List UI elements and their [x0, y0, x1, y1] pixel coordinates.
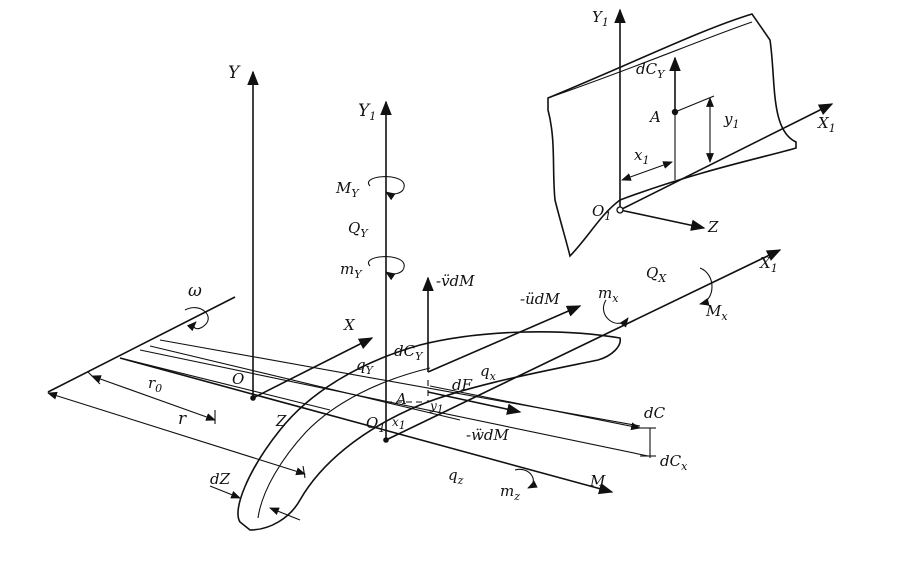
v-dm-label: -v̈dM [436, 272, 475, 290]
inset-plate-top-edge [547, 21, 753, 99]
r-dimension-line [47, 391, 306, 476]
df-label: dF [452, 376, 473, 394]
dc-label: dC [644, 404, 666, 422]
mz-moment-label: M [589, 472, 606, 490]
dc-arrow [429, 385, 641, 431]
inset-o1-label: O1 [592, 202, 611, 223]
my-moment-icon [367, 176, 405, 201]
dz-arrow-right [269, 507, 301, 521]
origin-o-point [250, 395, 256, 401]
u-dm-label: -üdM [520, 290, 560, 308]
mz-moment-icon [514, 468, 538, 489]
mx-moment-label: Mx [705, 302, 728, 323]
qy-label: QY [348, 219, 369, 240]
x1-axis-line [385, 249, 782, 441]
inset-plate-outline [547, 13, 797, 258]
mx-distributed-label: mx [598, 284, 619, 305]
w-dm-arrow [427, 391, 522, 415]
qx-force-label: QX [646, 264, 667, 285]
o1-label: O1 [366, 414, 385, 435]
w-dm-label: -ẅdM [466, 426, 510, 444]
y1-small-label: y1 [429, 399, 444, 416]
inset-z-axis [619, 209, 706, 231]
extension-line [87, 371, 101, 385]
inset-a-horizontal [674, 95, 715, 113]
extension-line [302, 465, 306, 479]
u-dm-arrow [427, 305, 582, 373]
m-y-label: mY [340, 260, 363, 281]
dz-label: dZ [210, 470, 231, 488]
guide-line [119, 357, 331, 411]
mz-label: mz [500, 482, 520, 503]
qz-label: qz [448, 466, 464, 487]
inset-x1-dimension [621, 161, 673, 181]
inset-a-label: A [648, 108, 661, 126]
m-y-distributed-icon [367, 256, 405, 281]
x-axis-line [252, 337, 374, 399]
rotation-axis-line [47, 296, 236, 393]
omega-label: ω [188, 281, 202, 301]
inset-y1-dim-label: y1 [723, 110, 739, 131]
dz-arrow-left [209, 485, 241, 499]
inset-x1-axis-label: X1 [817, 114, 836, 135]
inset-point-a [671, 108, 679, 116]
mx-moment-icon [699, 267, 713, 306]
origin-o1-point [383, 437, 389, 443]
inset-x1-axis [619, 103, 834, 211]
inset-y1-label: Y1 [592, 8, 609, 29]
qx-label: qx [480, 362, 497, 383]
inset-section-view: Y1 dCY A y1 x1 X1 O1 Z [547, 8, 836, 258]
my-label: MY [335, 179, 360, 200]
inset-z-label: Z [707, 218, 719, 236]
y-axis-label: Y [228, 63, 241, 83]
chord-line-lower [139, 349, 649, 457]
r-label: r [178, 409, 187, 429]
omega-rotation-icon [184, 307, 209, 332]
point-a-label: A [394, 390, 407, 408]
inset-origin-o1 [616, 206, 624, 214]
z-axis-label: Z [275, 412, 287, 430]
r0-label: r0 [148, 374, 162, 395]
blade-outline [237, 331, 622, 531]
x-axis-label: X [343, 316, 356, 334]
inset-dcy-label: dCY [636, 60, 666, 81]
dcx-label: dCx [660, 452, 688, 473]
inset-x1-dim-label: x1 [634, 146, 649, 167]
y1-axis-label: Y1 [358, 101, 376, 123]
mx-distributed-icon [603, 299, 629, 328]
qy-distributed-label: qY [356, 356, 375, 377]
guide-line [149, 345, 461, 421]
dcy-label: dCY [394, 342, 424, 363]
o-label: O [232, 370, 244, 388]
x1-axis-label: X1 [759, 254, 778, 275]
x1-small-label: x1 [392, 415, 406, 432]
